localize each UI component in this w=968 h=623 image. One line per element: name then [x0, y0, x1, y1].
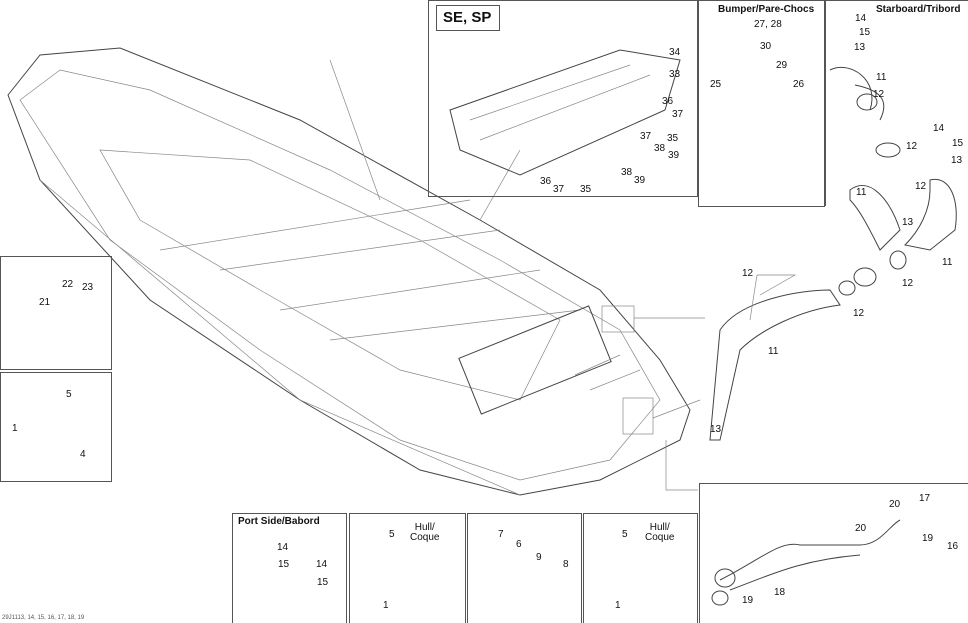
part-callout: 6	[516, 539, 522, 550]
hull-label-2: Hull/ Coque	[645, 522, 675, 543]
part-callout: 11	[876, 72, 887, 83]
part-callout: 30	[760, 41, 772, 52]
part-callout: 39	[634, 175, 646, 186]
part-callout: 15	[317, 577, 329, 588]
bracket-inset	[0, 256, 112, 370]
part-callout: 33	[669, 69, 681, 80]
part-callout: 34	[669, 47, 681, 58]
part-callout: 4	[80, 449, 86, 460]
part-callout: 5	[389, 529, 395, 540]
hose-inset	[699, 483, 968, 623]
part-callout: 12	[873, 89, 885, 100]
part-callout: 15	[952, 138, 964, 149]
part-callout: 12	[902, 278, 914, 289]
part-callout: 1	[615, 600, 621, 611]
part-callout: 23	[82, 282, 94, 293]
part-callout: 36	[540, 176, 552, 187]
part-callout: 1	[12, 423, 18, 434]
part-callout: 11	[856, 187, 867, 198]
part-callout: 8	[563, 559, 569, 570]
part-callout: 12	[742, 268, 754, 279]
part-callout: 12	[915, 181, 927, 192]
hull-label-1: Hull/ Coque	[410, 522, 440, 543]
part-callout: 26	[793, 79, 805, 90]
part-callout: 5	[66, 389, 72, 400]
part-callout: 20	[889, 499, 901, 510]
part-callout: 14	[316, 559, 328, 570]
starboard-inset	[825, 0, 968, 206]
drain-inset	[467, 513, 582, 623]
fastener-inset	[0, 372, 112, 482]
se-sp-title: SE, SP	[443, 9, 492, 26]
part-callout: 27, 28	[754, 19, 782, 30]
se-sp-inset	[428, 0, 698, 197]
part-callout: 14	[855, 13, 867, 24]
part-callout: 9	[536, 552, 542, 563]
bumper-title: Bumper/Pare-Chocs	[718, 4, 815, 15]
part-callout: 11	[768, 346, 779, 357]
part-callout: 12	[906, 141, 918, 152]
part-callout: 11	[942, 257, 953, 268]
part-callout: 1	[383, 600, 389, 611]
part-callout: 12	[853, 308, 865, 319]
part-callout: 15	[278, 559, 290, 570]
part-callout: 13	[854, 42, 866, 53]
part-callout: 35	[667, 133, 679, 144]
part-callout: 5	[622, 529, 628, 540]
part-callout: 13	[902, 217, 914, 228]
port-title: Port Side/Babord	[238, 516, 320, 527]
part-callout: 25	[710, 79, 722, 90]
hull-inset-1	[349, 513, 466, 623]
part-callout: 38	[654, 143, 666, 154]
part-callout: 13	[951, 155, 963, 166]
part-callout: 37	[553, 184, 565, 195]
part-callout: 18	[774, 587, 786, 598]
part-callout: 21	[39, 297, 51, 308]
part-callout: 37	[672, 109, 684, 120]
part-callout: 37	[640, 131, 652, 142]
part-callout: 13	[710, 424, 722, 435]
part-callout: 39	[668, 150, 680, 161]
hull-inset-2	[583, 513, 698, 623]
part-callout: 29	[776, 60, 788, 71]
part-callout: 20	[855, 523, 867, 534]
part-callout: 14	[933, 123, 945, 134]
part-callout: 19	[922, 533, 934, 544]
bumper-inset	[698, 0, 825, 207]
part-callout: 35	[580, 184, 592, 195]
se-sp-title-box	[436, 5, 500, 31]
part-callout: 14	[277, 542, 289, 553]
part-callout: 7	[498, 529, 504, 540]
part-callout: 16	[947, 541, 959, 552]
part-callout: 36	[662, 96, 674, 107]
part-callout: 38	[621, 167, 633, 178]
part-callout: 17	[919, 493, 931, 504]
port-inset	[232, 513, 347, 623]
part-callout: 22	[62, 279, 74, 290]
starboard-title: Starboard/Tribord	[876, 4, 961, 15]
drawing-caption: 29J1113, 14, 15, 16, 17, 18, 19	[2, 615, 85, 621]
part-callout: 15	[859, 27, 871, 38]
part-callout: 19	[742, 595, 754, 606]
